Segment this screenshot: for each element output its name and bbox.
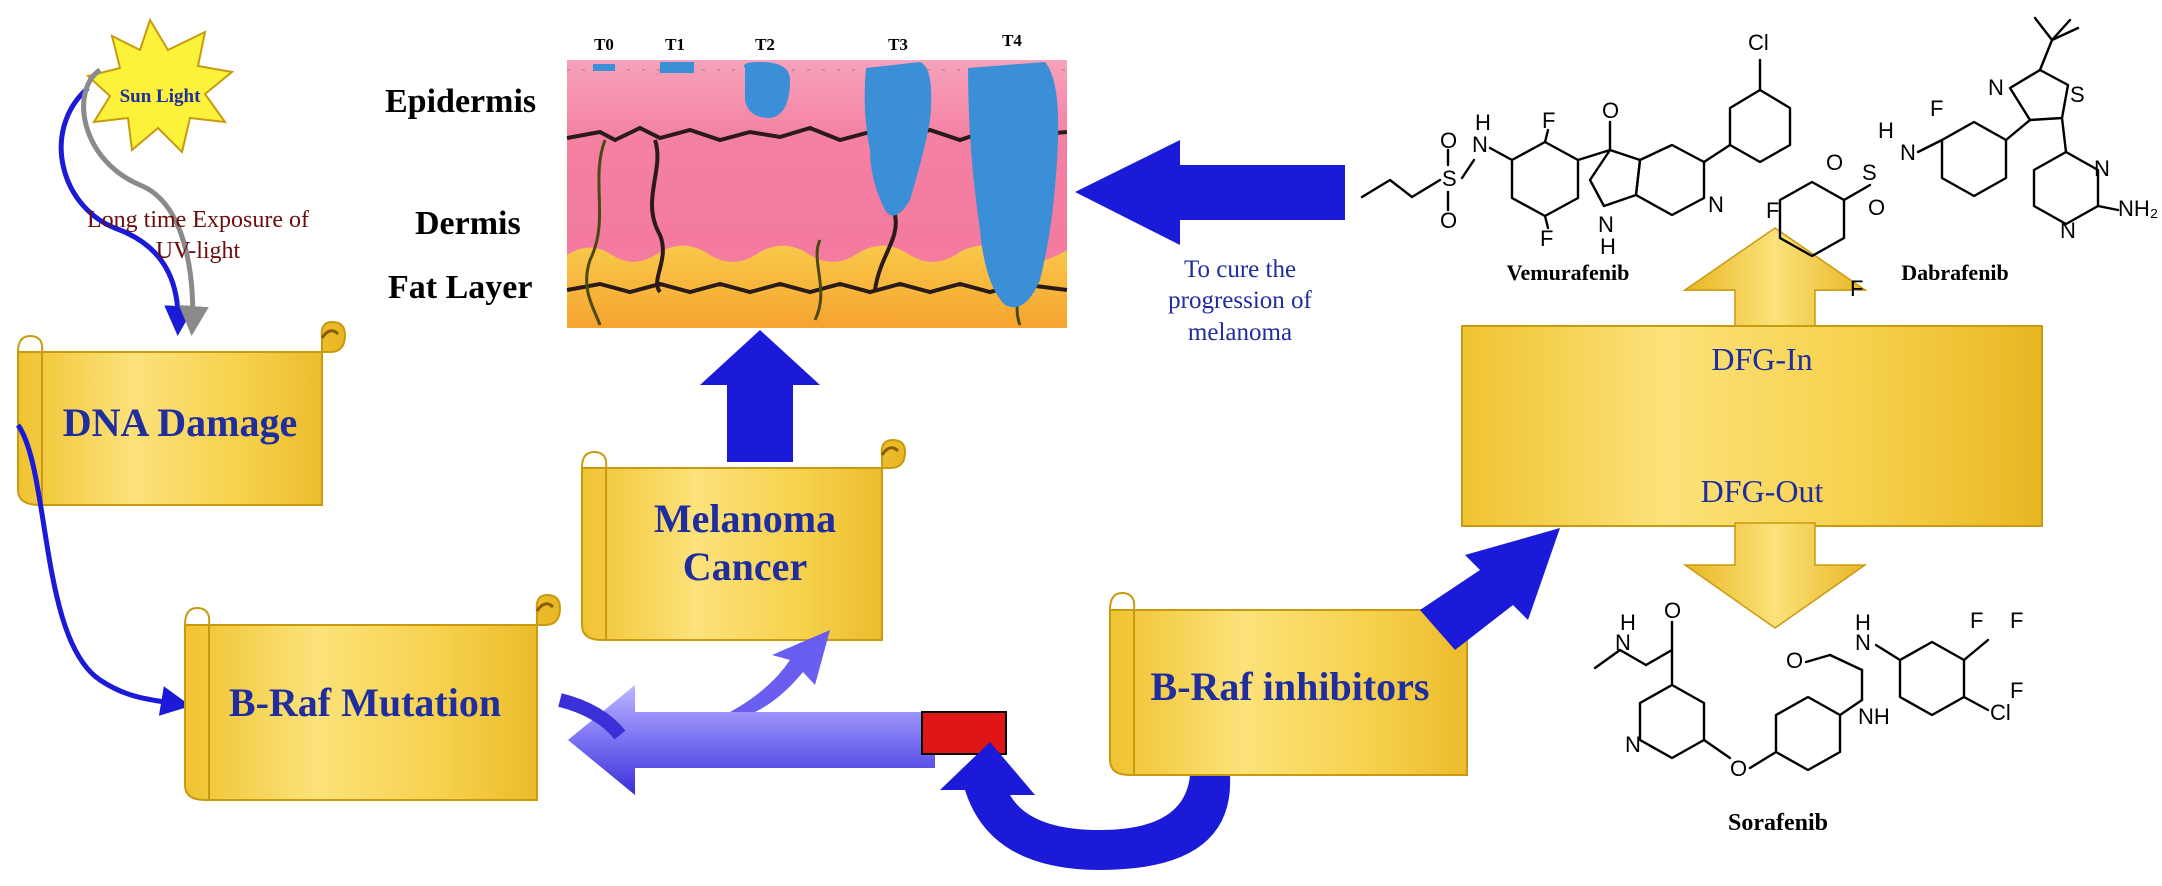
stage-label: T4 bbox=[1002, 31, 1022, 50]
stage-label: T1 bbox=[665, 35, 685, 54]
dabrafenib-name: Dabrafenib bbox=[1901, 260, 2009, 285]
braf-inhibitors-label: B-Raf inhibitors bbox=[1151, 664, 1430, 709]
dfg-box: DFG-In DFG-Out bbox=[1461, 227, 2043, 629]
atom-label: F bbox=[1540, 226, 1553, 251]
dfg-in-label: DFG-In bbox=[1711, 341, 1812, 377]
tumor-t1 bbox=[660, 62, 694, 73]
layer-label-epidermis: Epidermis bbox=[385, 83, 536, 120]
atom-label: O bbox=[1602, 98, 1619, 123]
uv-text-line1: Long time Exposure of bbox=[87, 207, 309, 233]
sun-icon: Sun Light bbox=[85, 17, 235, 154]
melanoma-label-line2: Cancer bbox=[683, 544, 807, 589]
cure-text-line3: melanoma bbox=[1188, 319, 1292, 346]
layer-label-dermis: Dermis bbox=[415, 205, 521, 242]
atom-label: N bbox=[1900, 140, 1916, 165]
inhibition-arrow bbox=[568, 685, 935, 795]
atom-label: O bbox=[1786, 648, 1803, 673]
dna-damage-label: DNA Damage bbox=[63, 400, 297, 445]
atom-label: N bbox=[1708, 192, 1724, 217]
uv-arrow-blue bbox=[58, 86, 195, 336]
tumor-t3 bbox=[864, 62, 932, 216]
atom-label: NH₂ bbox=[2118, 196, 2158, 221]
dna-damage-scroll: DNA Damage bbox=[17, 320, 347, 506]
atom-label: O bbox=[1868, 195, 1885, 220]
vemurafenib-name: Vemurafenib bbox=[1507, 260, 1630, 285]
inhibitor-loop-arrow bbox=[940, 742, 1231, 870]
atom-label: N bbox=[1472, 132, 1488, 157]
atom-label: S bbox=[2070, 82, 2085, 107]
atom-label: F bbox=[1930, 96, 1943, 121]
stage-label: T2 bbox=[755, 35, 775, 54]
dna-to-braf-arrow bbox=[15, 423, 191, 716]
atom-label: H bbox=[1475, 110, 1491, 135]
atom-label: Cl bbox=[1990, 700, 2011, 725]
braf-mutation-label: B-Raf Mutation bbox=[229, 680, 501, 725]
layer-label-fat: Fat Layer bbox=[388, 269, 532, 306]
atom-label: S bbox=[1862, 160, 1877, 185]
mutation-to-melanoma-arrow bbox=[730, 630, 830, 712]
atom-label: S bbox=[1442, 166, 1457, 191]
melanoma-cancer-scroll: Melanoma Cancer bbox=[581, 438, 907, 641]
atom-label: F bbox=[2010, 608, 2023, 633]
cure-text-line1: To cure the bbox=[1184, 256, 1296, 283]
mutation-swoosh bbox=[558, 693, 626, 740]
skin-cross-section: T0 T1 T2 T3 T4 bbox=[566, 31, 1068, 328]
atom-label: N bbox=[1615, 630, 1631, 655]
atom-label: F bbox=[1970, 608, 1983, 633]
stage-label: T3 bbox=[888, 35, 908, 54]
dfg-down-arrow bbox=[1682, 522, 1868, 629]
sorafenib-name: Sorafenib bbox=[1728, 810, 1828, 836]
dabrafenib-structure: F F S O O H N F N S N N NH₂ Dabrafenib bbox=[1766, 16, 2158, 301]
uv-text-line2: UV-light bbox=[156, 238, 241, 264]
atom-label: N bbox=[1625, 732, 1641, 757]
melanoma-to-skin-arrow bbox=[700, 330, 820, 462]
atom-label: H bbox=[1620, 610, 1636, 635]
atom-label: NH bbox=[1858, 704, 1890, 729]
atom-label: N bbox=[2060, 218, 2076, 243]
tumor-t4 bbox=[968, 62, 1059, 308]
atom-label: F bbox=[1766, 198, 1779, 223]
cure-arrow bbox=[1075, 140, 1345, 245]
sun-label: Sun Light bbox=[120, 86, 201, 107]
atom-label: N bbox=[2094, 156, 2110, 181]
dfg-out-label: DFG-Out bbox=[1701, 473, 1824, 509]
sorafenib-structure: H N O N O NH O H N F F F Cl Sorafenib bbox=[1593, 598, 2023, 836]
atom-label: H bbox=[1600, 234, 1616, 259]
tumor-t0 bbox=[593, 64, 615, 71]
atom-label: Cl bbox=[1748, 30, 1769, 55]
uv-arrow-gray bbox=[81, 67, 209, 336]
melanoma-label-line1: Melanoma bbox=[654, 496, 836, 541]
atom-label: O bbox=[1664, 598, 1681, 623]
atom-label: O bbox=[1440, 128, 1457, 153]
tumor-t2 bbox=[744, 62, 790, 118]
atom-label: H bbox=[1878, 118, 1894, 143]
atom-label: O bbox=[1440, 208, 1457, 233]
atom-label: H bbox=[1855, 610, 1871, 635]
atom-label: N bbox=[1988, 75, 2004, 100]
cure-text-line2: progression of bbox=[1168, 287, 1312, 314]
braf-inhibitors-scroll: B-Raf inhibitors bbox=[1109, 578, 1492, 776]
atom-label: N bbox=[1855, 630, 1871, 655]
atom-label: F bbox=[1850, 276, 1863, 301]
atom-label: F bbox=[2010, 678, 2023, 703]
inhibitors-to-dfg-arrow bbox=[1420, 528, 1560, 650]
vemurafenib-structure: S O O H N F F O N N H Cl Vemurafenib bbox=[1360, 30, 1792, 285]
atom-label: F bbox=[1542, 108, 1555, 133]
stage-label: T0 bbox=[594, 35, 614, 54]
atom-label: N bbox=[1598, 212, 1614, 237]
braf-mutation-scroll: B-Raf Mutation bbox=[184, 593, 562, 801]
atom-label: O bbox=[1826, 150, 1843, 175]
atom-label: O bbox=[1730, 756, 1747, 781]
